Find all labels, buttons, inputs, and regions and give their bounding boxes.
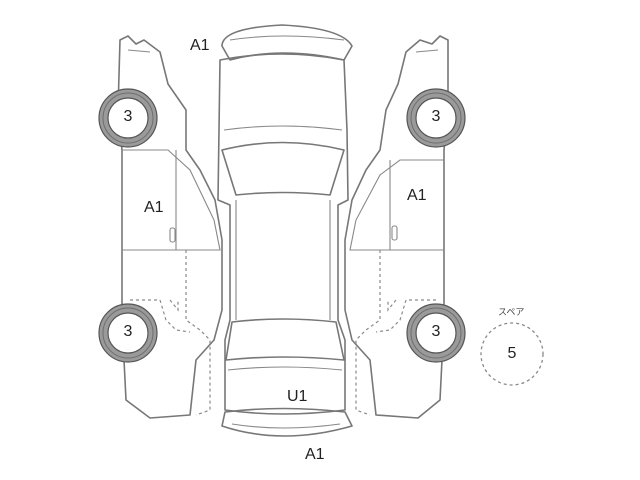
tire-left-front-value: 3 xyxy=(123,108,133,125)
label-right-side: A1 xyxy=(407,187,427,204)
label-rear-bumper: A1 xyxy=(305,446,325,463)
tire-right-front-value: 3 xyxy=(431,108,441,125)
spare-title: スペア xyxy=(498,307,525,317)
spare-tire-circle xyxy=(480,322,544,386)
tire-left-rear-value: 3 xyxy=(123,323,133,340)
tire-right-rear-value: 3 xyxy=(431,323,441,340)
tire-right-rear xyxy=(406,303,466,363)
label-rear-body: U1 xyxy=(287,388,308,405)
tire-left-rear xyxy=(98,303,158,363)
tire-left-front xyxy=(98,88,158,148)
tire-right-front xyxy=(406,88,466,148)
label-left-side: A1 xyxy=(144,199,164,216)
top-view-car xyxy=(217,24,353,437)
label-front-bumper: A1 xyxy=(190,37,210,54)
spare-value: 5 xyxy=(507,345,517,362)
